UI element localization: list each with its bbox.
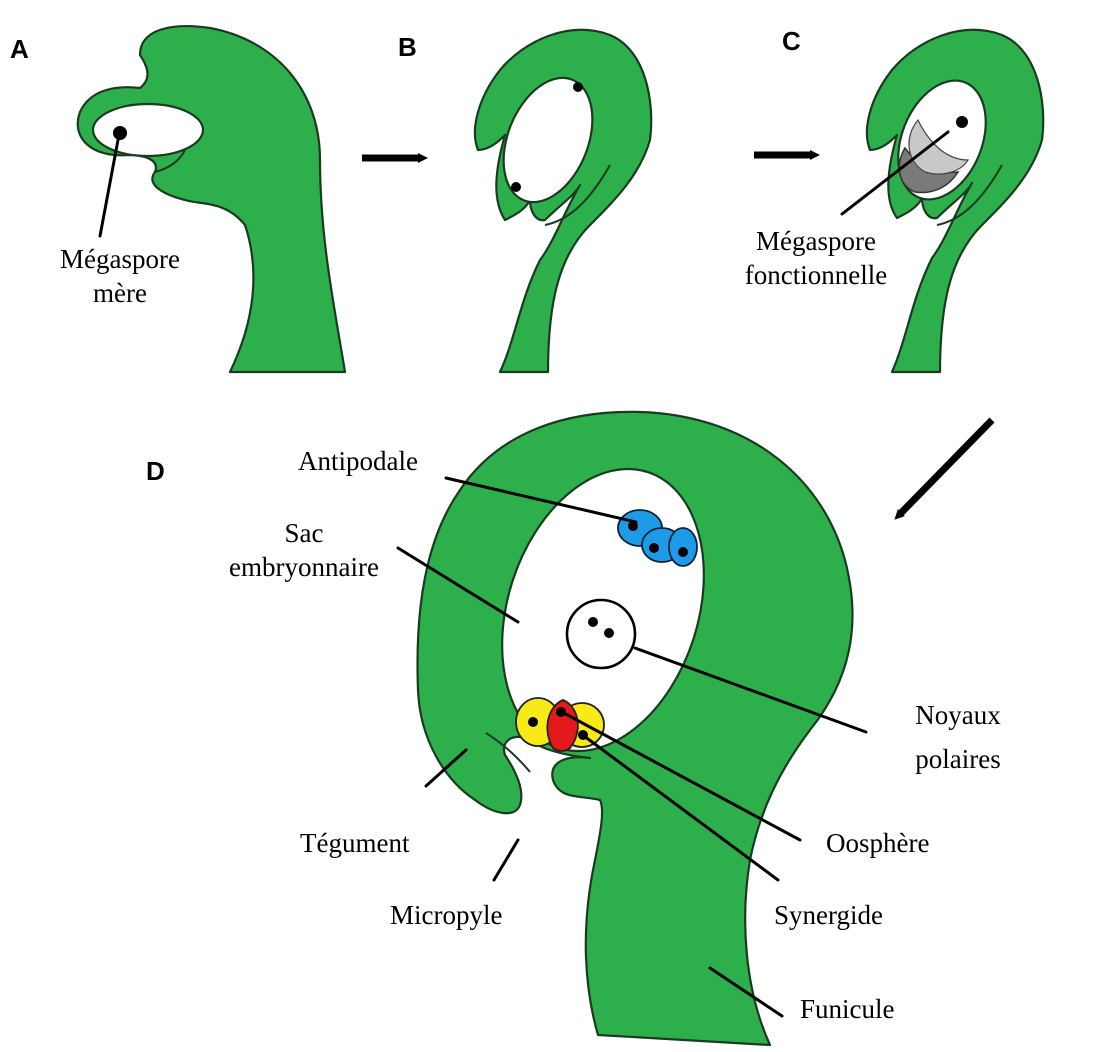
- label-noyaux-line2: polaires: [915, 744, 1000, 774]
- panel-a-ovule: [78, 26, 345, 372]
- polar-nucleus-1: [588, 617, 598, 627]
- label-sac-line2: embryonnaire: [229, 552, 379, 582]
- antipodal-nucleus-2: [649, 543, 659, 553]
- label-sac-line1: Sac: [285, 518, 324, 548]
- panel-b-nucleus-top: [573, 82, 583, 92]
- label-megaspore-mere-line2: mère: [93, 278, 147, 308]
- panel-a-tissue: [78, 26, 345, 372]
- egg-apparatus: [516, 698, 604, 751]
- functional-megaspore-nucleus: [956, 116, 968, 128]
- arrow-c-to-d: [900, 420, 992, 514]
- panel-letter-d: D: [146, 456, 165, 486]
- panel-b-ovule: [475, 30, 651, 372]
- central-cell: [567, 600, 635, 668]
- synergid-left-nucleus: [528, 717, 538, 727]
- panel-letter-b: B: [398, 32, 417, 62]
- panel-letter-c: C: [782, 26, 801, 56]
- antipodal-nucleus-3: [678, 547, 688, 557]
- label-noyaux-line1: Noyaux: [915, 700, 1001, 730]
- label-synergide: Synergide: [774, 900, 883, 930]
- panel-c-ovule: [867, 30, 1043, 372]
- panel-b-nucleus-bottom: [511, 182, 521, 192]
- leader-micropyle: [494, 840, 518, 880]
- panel-d-ovule: [417, 412, 852, 1045]
- label-micropyle: Micropyle: [390, 900, 502, 930]
- label-funicule: Funicule: [800, 994, 895, 1024]
- polar-nucleus-2: [604, 628, 614, 638]
- megaspore-mere-cell: [93, 104, 203, 156]
- label-megaspore-fonct-line1: Mégaspore: [756, 226, 876, 256]
- label-tegument: Tégument: [300, 828, 410, 858]
- panel-letter-a: A: [10, 34, 29, 64]
- megaspore-mere-nucleus: [113, 126, 127, 140]
- label-megaspore-mere-line1: Mégaspore: [60, 244, 180, 274]
- label-megaspore-fonct-line2: fonctionnelle: [745, 260, 887, 290]
- label-oosphere: Oosphère: [826, 828, 929, 858]
- label-antipodale: Antipodale: [298, 446, 418, 476]
